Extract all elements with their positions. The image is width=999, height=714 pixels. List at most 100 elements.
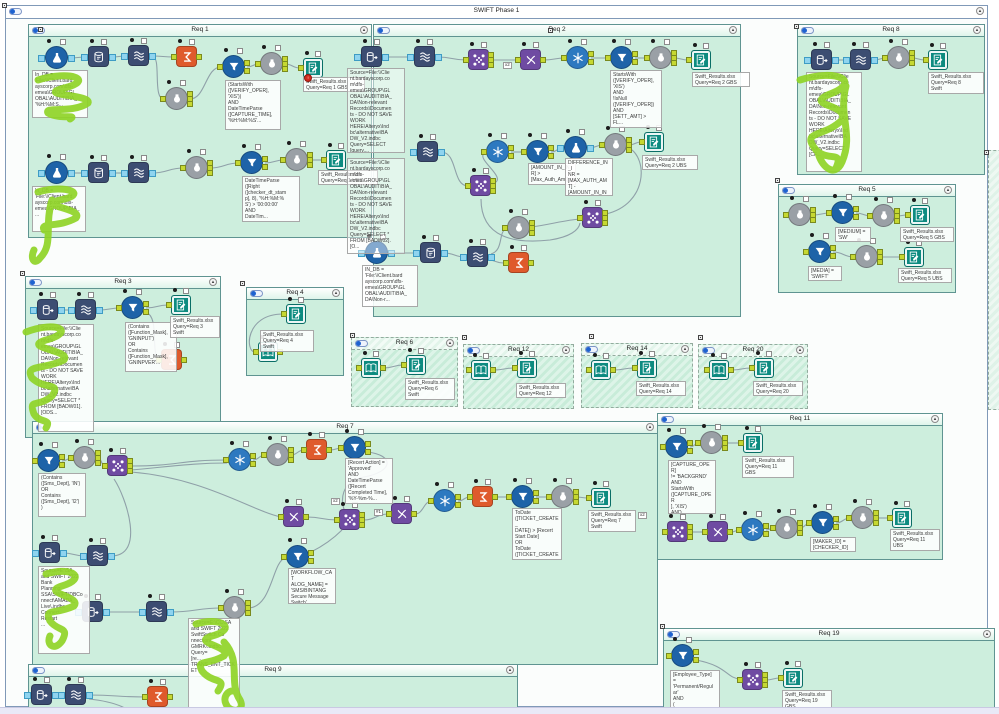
tool-annotation[interactable]: IN_DB = 'File:\\Client.bard ayscorp.com\…: [362, 265, 418, 307]
input-port[interactable]: [278, 513, 284, 520]
input-port[interactable]: [235, 159, 241, 166]
output-port[interactable]: [308, 549, 314, 556]
output-port[interactable]: [181, 356, 187, 363]
output-port[interactable]: [59, 453, 65, 460]
input-port[interactable]: [481, 148, 487, 155]
tool-annotation[interactable]: Swift_Results.xlsx Query=Req 14: [636, 381, 686, 396]
collapse-button[interactable]: [562, 346, 570, 354]
output-port[interactable]: [59, 461, 65, 468]
input-port[interactable]: [843, 56, 850, 64]
input-port[interactable]: [515, 56, 521, 63]
collapse-button[interactable]: [729, 26, 737, 34]
container-enable-toggle[interactable]: [377, 27, 390, 34]
output-port[interactable]: [873, 519, 879, 526]
output-port[interactable]: [149, 52, 156, 60]
filter-tool[interactable]: [217, 48, 250, 78]
stream-out-tool[interactable]: [280, 141, 313, 171]
input-port[interactable]: [599, 141, 605, 148]
output-port[interactable]: [307, 161, 313, 168]
output-port[interactable]: [86, 691, 93, 699]
filter-tool[interactable]: [660, 428, 693, 458]
stream-out-tool[interactable]: [882, 39, 915, 69]
input-port[interactable]: [460, 253, 467, 261]
input-port[interactable]: [24, 691, 31, 699]
container-enable-toggle[interactable]: [585, 346, 598, 353]
stream-out-tool[interactable]: [502, 209, 535, 239]
output-port[interactable]: [909, 59, 915, 66]
output-port[interactable]: [103, 608, 110, 616]
stream-out-tool[interactable]: [644, 39, 677, 69]
tool-annotation[interactable]: Swift_Results.xlsx Query=Req 5 GBS: [900, 227, 954, 242]
tool-annotation[interactable]: Swift_Results.xlsx Query=Req 5 UBS: [898, 268, 952, 283]
output-port[interactable]: [96, 306, 103, 314]
tool-annotation[interactable]: [MEDIA] = 'SWIFT': [808, 266, 842, 281]
filter-tool[interactable]: [666, 637, 699, 667]
output-port[interactable]: [411, 510, 417, 517]
input-port[interactable]: [923, 57, 929, 63]
input-port[interactable]: [180, 164, 186, 171]
tool-annotation[interactable]: Swift_Results.xlsx Query=Req 1 GBS: [303, 77, 365, 92]
tool-annotation[interactable]: DateTimeParse ([Right ([checker_dt_stam …: [242, 176, 300, 222]
output-port[interactable]: [438, 148, 445, 156]
unique-tool[interactable]: [428, 482, 461, 512]
stream-out-tool[interactable]: [846, 499, 879, 529]
input-port[interactable]: [502, 224, 508, 231]
collapse-button[interactable]: [646, 423, 654, 431]
output-port[interactable]: [490, 187, 496, 194]
container-enable-toggle[interactable]: [29, 279, 42, 286]
tool-annotation[interactable]: Swift_Results.xlsx Query=Req 2 GBS: [692, 72, 750, 87]
output-port[interactable]: [540, 56, 546, 63]
output-port[interactable]: [871, 56, 878, 64]
output-tool[interactable]: [899, 240, 924, 267]
input-port[interactable]: [171, 53, 177, 60]
input-port[interactable]: [887, 515, 893, 521]
output-tool[interactable]: [887, 501, 912, 528]
output-port[interactable]: [548, 152, 554, 159]
join-multiple-tool[interactable]: [737, 662, 768, 690]
tool-annotation[interactable]: Source=File:\\Clie nt.bardayscorp.co m\d…: [347, 68, 405, 153]
input-port[interactable]: [32, 457, 38, 464]
filter-indb-tool[interactable]: [460, 239, 495, 267]
join-multiple-tool[interactable]: [577, 200, 608, 228]
output-port[interactable]: [250, 452, 256, 459]
input-port[interactable]: [428, 497, 434, 504]
input-port[interactable]: [463, 56, 469, 63]
container-enable-toggle[interactable]: [782, 187, 795, 194]
input-port[interactable]: [32, 549, 39, 557]
output-port[interactable]: [365, 448, 371, 455]
output-port[interactable]: [167, 608, 174, 616]
tool-annotation[interactable]: Swift_Results.xlsx Query=Req 8 Swift: [928, 72, 984, 94]
input-port[interactable]: [281, 553, 287, 560]
unique-tool[interactable]: [481, 133, 514, 163]
input-port[interactable]: [38, 54, 45, 62]
output-port[interactable]: [853, 205, 859, 212]
tool-annotation[interactable]: Source=File:\\Clie nt.bardayscorp.co m\d…: [38, 324, 94, 432]
output-port[interactable]: [533, 497, 539, 504]
output-port[interactable]: [833, 515, 839, 522]
output-tool[interactable]: [749, 351, 774, 378]
input-port[interactable]: [81, 53, 88, 61]
output-tool[interactable]: [281, 297, 306, 324]
input-port[interactable]: [160, 95, 166, 102]
output-tool[interactable]: [632, 351, 657, 378]
output-port[interactable]: [830, 244, 836, 251]
collapse-button[interactable]: [973, 26, 981, 34]
input-port[interactable]: [38, 169, 45, 177]
stream-out-tool[interactable]: [218, 589, 251, 619]
output-tool[interactable]: [738, 426, 763, 453]
output-port[interactable]: [528, 259, 534, 266]
tool-annotation[interactable]: DIFFERENCE_IN_I NR = [MAX_AUTH_AM T] - […: [565, 158, 613, 196]
input-port[interactable]: [223, 456, 229, 463]
stream-out-tool[interactable]: [783, 196, 816, 226]
output-port[interactable]: [671, 59, 677, 66]
tool-annotation[interactable]: Swift_Results.xlsx Query=Req 7 Swift: [588, 510, 636, 532]
output-port[interactable]: [303, 513, 309, 520]
collapse-button[interactable]: [209, 278, 217, 286]
output-port[interactable]: [380, 365, 386, 371]
input-port[interactable]: [749, 365, 755, 371]
output-port[interactable]: [250, 460, 256, 467]
input-port[interactable]: [586, 367, 592, 373]
input-port[interactable]: [826, 209, 832, 216]
tool-annotation[interactable]: [Employee_Type] = 'Permanent/Regul ar' A…: [670, 670, 720, 714]
input-port[interactable]: [506, 493, 512, 500]
